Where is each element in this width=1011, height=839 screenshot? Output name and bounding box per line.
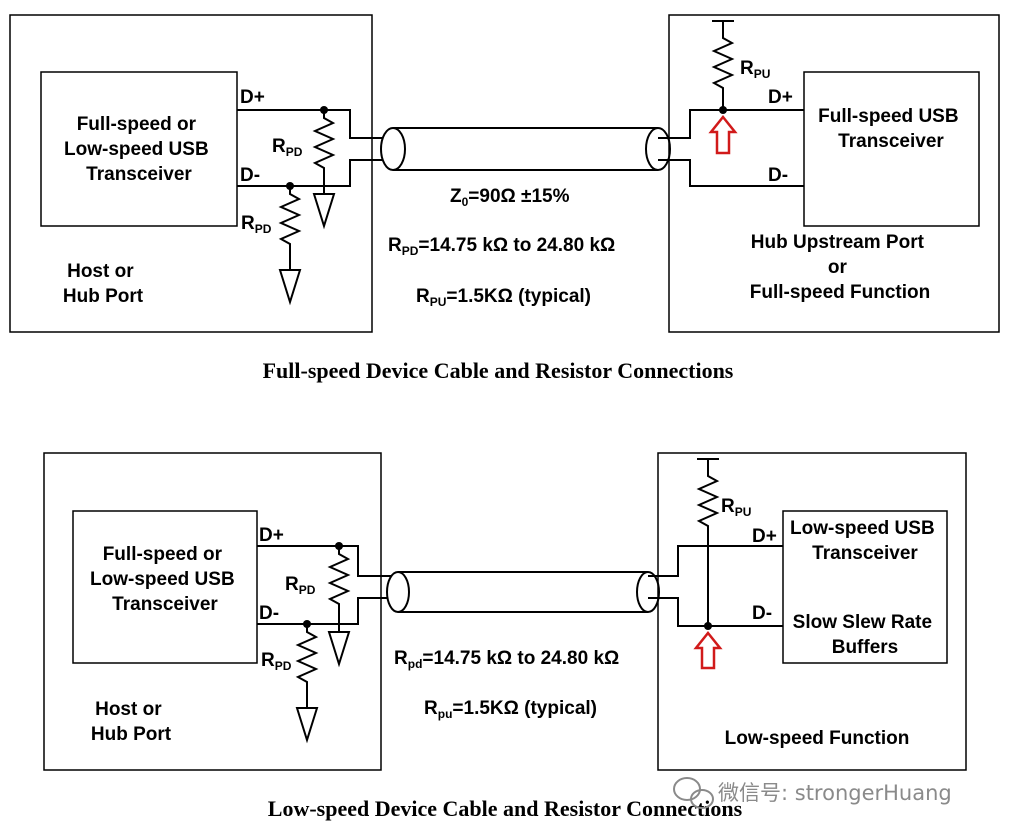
dminus-label: D- xyxy=(768,165,788,186)
rpu-label: RPU xyxy=(740,58,770,81)
host-dplus-line xyxy=(237,109,393,139)
junction-dot xyxy=(719,106,727,114)
host-port-box xyxy=(43,452,382,771)
dplus-label: D+ xyxy=(259,525,284,546)
watermark: 微信号: strongerHuang xyxy=(673,777,952,809)
device-port-label: Hub Upstream Port or Full-speed Function xyxy=(750,232,931,303)
rpd-spec: RPD=14.75 kΩ to 24.80 kΩ xyxy=(388,235,615,258)
full-speed-diagram: Full-speed or Low-speed USB Transceiver … xyxy=(9,14,1000,383)
rpd-label: RPD xyxy=(272,136,303,159)
device-transceiver-label: Full-speed USB Transceiver xyxy=(818,106,964,152)
dminus-label: D- xyxy=(240,165,260,186)
wechat-icon xyxy=(673,777,714,809)
rpd-spec: Rpd=14.75 kΩ to 24.80 kΩ xyxy=(394,648,619,671)
watermark-text: 微信号: strongerHuang xyxy=(718,781,952,805)
device-dplus-line xyxy=(648,545,783,577)
rpu-spec: Rpu=1.5KΩ (typical) xyxy=(424,698,597,721)
rpu-spec: RPU=1.5KΩ (typical) xyxy=(416,286,591,309)
twisted-pair-cable xyxy=(386,571,660,613)
rpd-dminus-resistor xyxy=(295,624,319,708)
device-dminus-line xyxy=(648,597,783,627)
rpd-dplus-resistor xyxy=(327,546,351,632)
rpd-label: RPD xyxy=(285,574,316,597)
twisted-pair-cable xyxy=(380,127,671,171)
device-transceiver-box xyxy=(782,510,948,664)
rpu-resistor xyxy=(711,21,735,110)
device-transceiver-label: Low-speed USB Transceiver xyxy=(790,518,940,564)
diagram-caption: Low-speed Device Cable and Resistor Conn… xyxy=(268,796,743,821)
diagram-caption: Full-speed Device Cable and Resistor Con… xyxy=(263,358,734,383)
dplus-label: D+ xyxy=(768,87,793,108)
rpu-resistor xyxy=(696,459,720,626)
host-port-label: Host or Hub Port xyxy=(63,261,144,307)
device-dminus-line xyxy=(658,159,804,187)
impedance-spec: Z0=90Ω ±15% xyxy=(450,186,570,209)
junction-dot xyxy=(704,622,712,630)
device-buffers-label: Slow Slew Rate Buffers xyxy=(793,612,938,658)
rpd-dplus-resistor xyxy=(312,110,336,194)
up-arrow-icon xyxy=(708,114,738,155)
junction-dot xyxy=(286,182,294,190)
junction-dot xyxy=(335,542,343,550)
junction-dot xyxy=(320,106,328,114)
rpd-dminus-resistor xyxy=(278,186,302,270)
host-port-label: Host or Hub Port xyxy=(91,699,172,745)
up-arrow-icon xyxy=(693,630,723,670)
device-box xyxy=(657,452,967,771)
host-port-box xyxy=(9,14,373,333)
host-transceiver-label: Full-speed or Low-speed USB Transceiver xyxy=(90,544,240,615)
rpu-label: RPU xyxy=(721,496,751,519)
device-transceiver-box xyxy=(803,71,980,227)
host-transceiver-label: Full-speed or Low-speed USB Transceiver xyxy=(64,114,214,185)
ground-symbol xyxy=(295,707,319,744)
ground-symbol xyxy=(312,193,336,230)
rpd-label: RPD xyxy=(261,650,292,673)
device-dplus-line xyxy=(658,109,804,139)
junction-dot xyxy=(303,620,311,628)
dplus-label: D+ xyxy=(240,87,265,108)
dminus-label: D- xyxy=(259,603,279,624)
dminus-label: D- xyxy=(752,603,772,624)
host-dplus-line xyxy=(257,545,398,577)
device-box xyxy=(668,14,1000,333)
device-port-label: Low-speed Function xyxy=(725,728,910,749)
ground-symbol xyxy=(327,631,351,668)
host-transceiver-box xyxy=(72,510,258,664)
rpd-label: RPD xyxy=(241,213,272,236)
ground-symbol xyxy=(278,269,302,306)
dplus-label: D+ xyxy=(752,526,777,547)
host-transceiver-box xyxy=(40,71,238,227)
low-speed-diagram: Full-speed or Low-speed USB Transceiver … xyxy=(43,452,967,821)
